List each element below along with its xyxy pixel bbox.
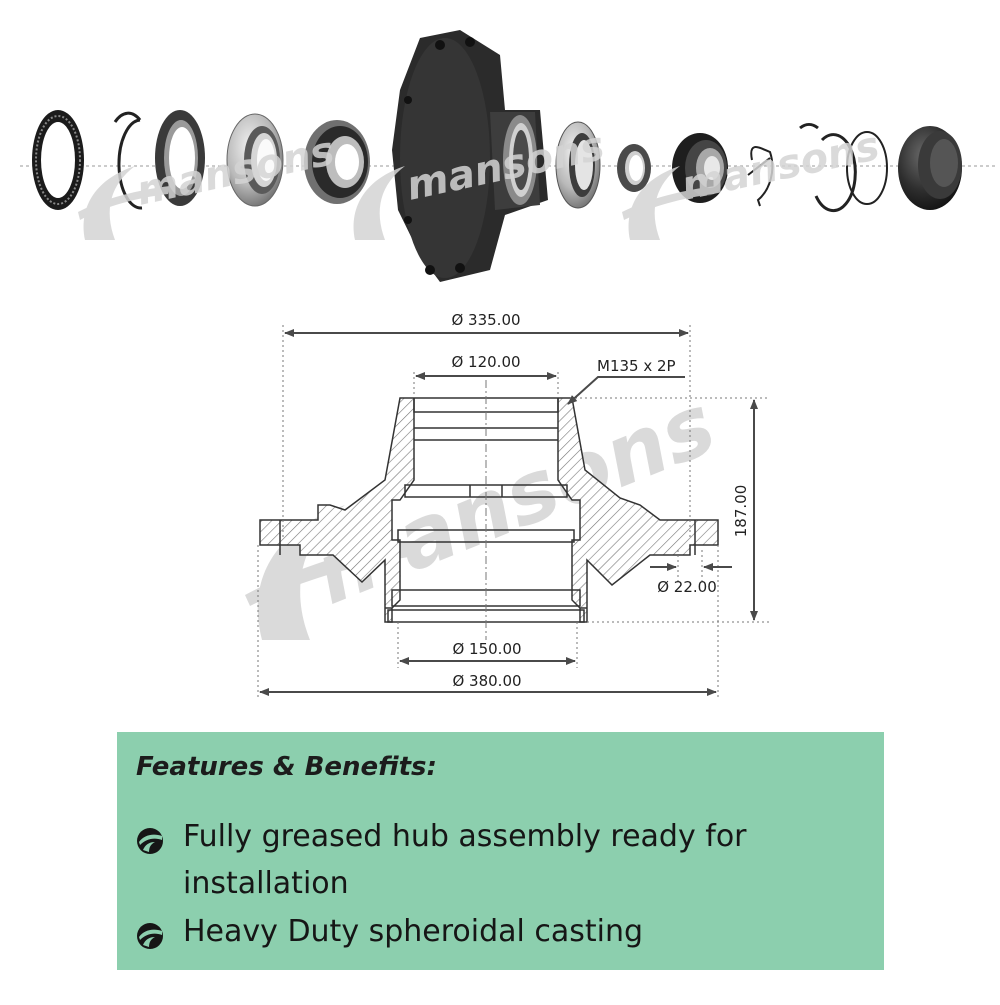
feature-text: Heavy Duty spheroidal casting <box>183 914 644 949</box>
hub-nut-part <box>672 133 728 203</box>
hub-wall-left <box>259 397 415 623</box>
brand-logo-watermark: mansons <box>622 123 883 240</box>
spring-clip-part <box>747 146 774 207</box>
taper-bearing-part <box>226 113 284 207</box>
circlip-part <box>799 123 857 213</box>
dim-label-150: Ø 150.00 <box>452 640 521 658</box>
circlip-part <box>113 111 143 210</box>
brand-bullet-icon <box>137 923 163 949</box>
feature-item: Heavy Duty spheroidal casting <box>135 914 823 955</box>
features-title: Features & Benefits: <box>136 752 437 782</box>
wheel-hub-part <box>392 30 548 282</box>
taper-bearing-part <box>555 121 601 209</box>
hub-cap-part <box>898 126 962 210</box>
hub-cross-section: Ø 335.00 Ø 120.00 M135 x 2P 187.00 Ø 22.… <box>257 311 770 700</box>
dim-label-380: Ø 380.00 <box>452 672 521 690</box>
dim-label-187: 187.00 <box>732 485 750 538</box>
hub-wall-right <box>557 397 719 623</box>
dim-label-22: Ø 22.00 <box>657 578 717 596</box>
brand-bullet-icon <box>137 828 163 854</box>
dim-label-120: Ø 120.00 <box>451 353 520 371</box>
abs-ring-part <box>32 110 84 210</box>
thread-label: M135 x 2P <box>597 357 676 375</box>
o-ring-part <box>846 131 888 205</box>
lock-washer-part <box>617 144 651 192</box>
feature-text: Fully greased hub assembly ready for ins… <box>183 819 747 901</box>
dim-label-335: Ø 335.00 <box>451 311 520 329</box>
brand-logo-watermark: mansons <box>78 128 338 240</box>
seal-ring-part <box>155 110 205 206</box>
exploded-parts-view <box>20 30 995 282</box>
features-panel: Features & Benefits: Fully greased hub a… <box>117 732 884 970</box>
thread-leader <box>567 376 685 405</box>
cartridge-bearing-part <box>304 120 370 204</box>
feature-item: Fully greased hub assembly ready for ins… <box>135 819 823 907</box>
